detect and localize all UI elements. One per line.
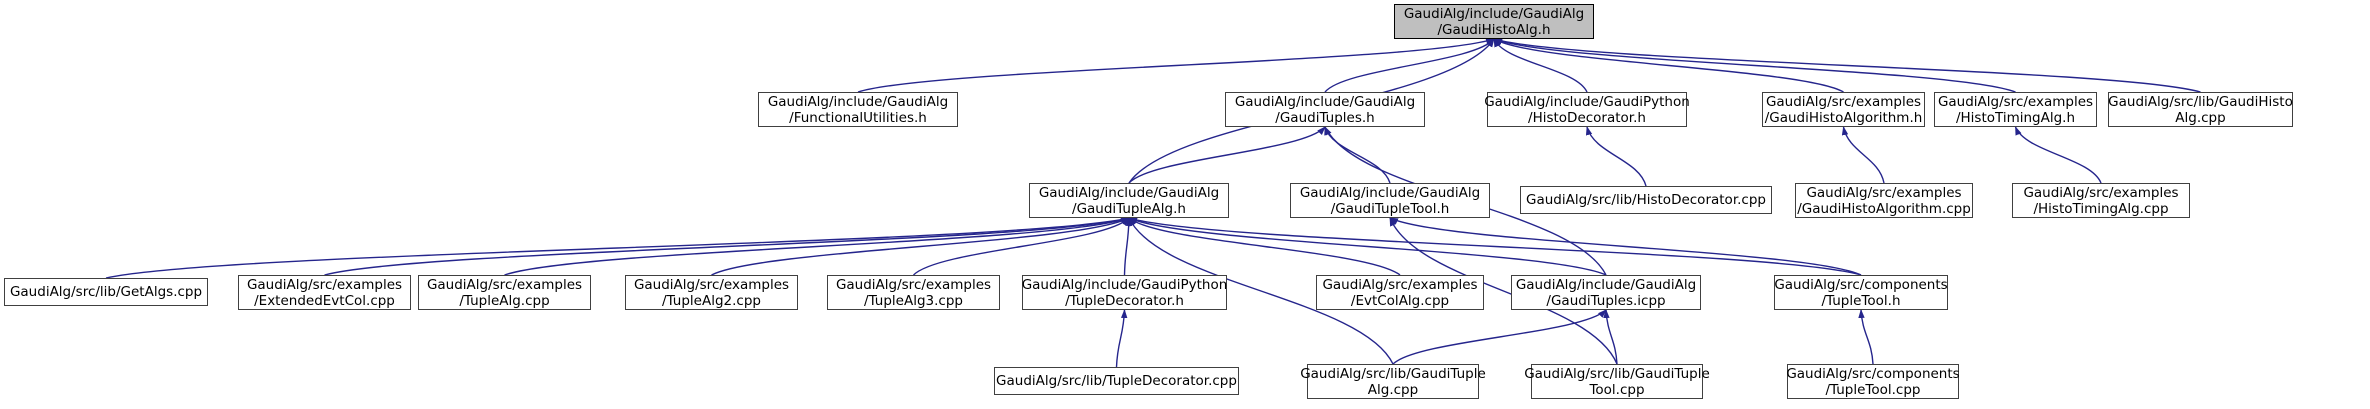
- edge-tupletool-h-to-gauditupleaelg-h: [1128, 217, 1862, 276]
- node-label-line1: GaudiAlg/include/GaudiPython: [1021, 276, 1228, 293]
- node-label-line1: GaudiAlg/src/examples: [246, 276, 403, 293]
- graph-node-tupletool-h[interactable]: GaudiAlg/src/components/TupleTool.h: [1774, 275, 1948, 310]
- node-label-line2: /GaudiTupleTool.h: [1330, 200, 1450, 217]
- graph-node-tupledecorator-cpp[interactable]: GaudiAlg/src/lib/TupleDecorator.cpp: [994, 367, 1239, 395]
- graph-node-gaudihistoalgorithm-cpp[interactable]: GaudiAlg/src/examples/GaudiHistoAlgorith…: [1795, 183, 1973, 218]
- node-label-line1: GaudiAlg/src/examples: [1937, 93, 2094, 110]
- node-label-line2: /GaudiHistoAlgorithm.cpp: [1797, 200, 1971, 217]
- edge-getalgs-cpp-to-gauditupleaelg-h: [105, 216, 1130, 279]
- graph-node-gauditugples-h[interactable]: GaudiAlg/include/GaudiAlg/GaudiTuples.h: [1225, 92, 1425, 127]
- node-label-line2: Alg.cpp: [1367, 381, 1419, 398]
- graph-node-getalgs-cpp[interactable]: GaudiAlg/src/lib/GetAlgs.cpp: [4, 278, 208, 306]
- graph-node-gauditupletool-h[interactable]: GaudiAlg/include/GaudiAlg/GaudiTupleTool…: [1290, 183, 1490, 218]
- graph-node-gaudihistoalgorithm-h[interactable]: GaudiAlg/src/examples/GaudiHistoAlgorith…: [1762, 92, 1925, 127]
- edge-gauditugples-icpp-to-gauditupleaelg-h: [1128, 217, 1607, 276]
- node-label-line2: /TupleTool.h: [1821, 292, 1901, 309]
- node-label-line2: /ExtendedEvtCol.cpp: [254, 292, 395, 309]
- node-label-line1: GaudiAlg/src/lib/GaudiTuple: [1300, 365, 1486, 382]
- node-label-line2: /TupleAlg2.cpp: [662, 292, 761, 309]
- node-label-line2: /GaudiTupleAlg.h: [1072, 200, 1186, 217]
- edge-gauditugples-h-to-gaudihistoalg-h: [1324, 38, 1495, 93]
- edge-histotimingalg-cpp-to-histotimingalg-h: [2014, 126, 2102, 184]
- edge-gauditupleaelg-h-to-gauditugples-h: [1128, 126, 1326, 184]
- node-label-line1: GaudiAlg/src/components: [1786, 365, 1960, 382]
- node-label-line1: GaudiAlg/include/GaudiAlg: [1299, 184, 1481, 201]
- node-label-line2: /TupleAlg.cpp: [459, 292, 550, 309]
- graph-node-tupletool-cpp[interactable]: GaudiAlg/src/components/TupleTool.cpp: [1786, 364, 1960, 399]
- node-label-line1: GaudiAlg/src/examples: [633, 276, 790, 293]
- edge-histodecorator-h-to-gaudihistoalg-h: [1493, 38, 1588, 93]
- graph-node-histodecorator-cpp[interactable]: GaudiAlg/src/lib/HistoDecorator.cpp: [1520, 186, 1772, 214]
- node-label-line2: /GaudiTuples.icpp: [1546, 292, 1666, 309]
- graph-node-gaudihistoalg-h[interactable]: GaudiAlg/include/GaudiAlg/GaudiHistoAlg.…: [1394, 4, 1594, 39]
- edge-evtcolalg-cpp-to-gauditupleaelg-h: [1128, 217, 1401, 276]
- node-label-line1: GaudiAlg/src/examples: [1322, 276, 1478, 293]
- edge-histodecorator-cpp-to-histodecorator-h: [1585, 126, 1647, 187]
- node-label-line2: /HistoDecorator.h: [1528, 109, 1646, 126]
- node-label-line1: GaudiAlg/src/examples: [426, 276, 583, 293]
- node-label-line2: Alg.cpp: [2175, 109, 2226, 126]
- node-label-line2: /HistoTimingAlg.h: [1955, 109, 2076, 126]
- edge-gauditugplealg-cpp-to-gauditugples-icpp: [1392, 309, 1607, 365]
- graph-node-evtcolalg-cpp[interactable]: GaudiAlg/src/examples/EvtColAlg.cpp: [1316, 275, 1484, 310]
- node-label-line1: GaudiAlg/src/lib/GaudiHisto: [2108, 93, 2293, 110]
- edge-gaudihistoalg-cpp-to-gaudihistoalg-h: [1493, 38, 2201, 93]
- node-label-line1: GaudiAlg/src/components: [1774, 276, 1948, 293]
- node-label-line1: GaudiAlg/include/GaudiAlg: [1403, 5, 1585, 22]
- graph-node-gauditupleaelg-h[interactable]: GaudiAlg/include/GaudiAlg/GaudiTupleAlg.…: [1029, 183, 1229, 218]
- node-label-line1: GaudiAlg/src/examples: [2023, 184, 2179, 201]
- graph-node-histotimingalg-cpp[interactable]: GaudiAlg/src/examples/HistoTimingAlg.cpp: [2012, 183, 2190, 218]
- edge-tuplealg3-cpp-to-gauditupleaelg-h: [913, 217, 1130, 276]
- node-label-line2: /FunctionalUtilities.h: [789, 109, 927, 126]
- node-label-line1: GaudiAlg/src/lib/TupleDecorator.cpp: [996, 373, 1237, 389]
- node-label-line1: GaudiAlg/src/examples: [1806, 184, 1962, 201]
- node-label-line1: GaudiAlg/include/GaudiPython: [1484, 93, 1690, 110]
- edge-tuplealg-cpp-to-gauditupleaelg-h: [504, 217, 1130, 276]
- node-label-line2: /EvtColAlg.cpp: [1350, 292, 1450, 309]
- node-label-line1: GaudiAlg/src/lib/GetAlgs.cpp: [9, 284, 203, 300]
- node-label-line1: GaudiAlg/include/GaudiAlg: [1234, 93, 1416, 110]
- node-label-line2: /TupleDecorator.h: [1065, 292, 1184, 309]
- graph-node-tuplealg-cpp[interactable]: GaudiAlg/src/examples/TupleAlg.cpp: [418, 275, 591, 310]
- node-label-line1: GaudiAlg/src/lib/HistoDecorator.cpp: [1525, 192, 1766, 208]
- node-label-line1: GaudiAlg/src/lib/GaudiTuple: [1524, 365, 1710, 382]
- edge-gauditugpletool-cpp-to-gauditugples-icpp: [1603, 309, 1618, 365]
- edge-tupletool-cpp-to-tupletool-h: [1858, 309, 1874, 365]
- node-label-line2: /GaudiTuples.h: [1275, 109, 1375, 126]
- edge-extendedevtcol-cpp-to-gauditupleaelg-h: [324, 216, 1130, 276]
- graph-node-tuplealg2-cpp[interactable]: GaudiAlg/src/examples/TupleAlg2.cpp: [625, 275, 798, 310]
- edge-gaudihistoalgorithm-h-to-gaudihistoalg-h: [1493, 38, 1844, 93]
- graph-node-tuplealg3-cpp[interactable]: GaudiAlg/src/examples/TupleAlg3.cpp: [827, 275, 1000, 310]
- node-label-line2: /TupleAlg3.cpp: [864, 292, 963, 309]
- node-label-line1: GaudiAlg/src/examples: [835, 276, 992, 293]
- edge-histotimingalg-h-to-gaudihistoalg-h: [1493, 38, 2016, 93]
- graph-node-tupledecorator-h[interactable]: GaudiAlg/include/GaudiPython/TupleDecora…: [1022, 275, 1227, 310]
- graph-node-extendedevtcol-cpp[interactable]: GaudiAlg/src/examples/ExtendedEvtCol.cpp: [238, 275, 411, 310]
- node-label-line2: /GaudiHistoAlgorithm.h: [1764, 109, 1923, 126]
- node-label-line2: /GaudiHistoAlg.h: [1437, 21, 1551, 38]
- graph-node-histodecorator-h[interactable]: GaudiAlg/include/GaudiPython/HistoDecora…: [1484, 92, 1690, 127]
- node-label-line1: GaudiAlg/include/GaudiAlg: [767, 93, 949, 110]
- graph-node-gauditugples-icpp[interactable]: GaudiAlg/include/GaudiAlg/GaudiTuples.ic…: [1511, 275, 1701, 310]
- node-label-line2: Tool.cpp: [1589, 381, 1645, 398]
- edge-gaudihistoalgorithm-cpp-to-gaudihistoalgorithm-h: [1841, 126, 1885, 184]
- graph-node-histotimingalg-h[interactable]: GaudiAlg/src/examples/HistoTimingAlg.h: [1934, 92, 2097, 127]
- graph-node-functionalutilities-h[interactable]: GaudiAlg/include/GaudiAlg/FunctionalUtil…: [758, 92, 958, 127]
- edge-tupledecorator-h-to-gauditupleaelg-h: [1123, 217, 1133, 276]
- node-label-line1: GaudiAlg/include/GaudiAlg: [1515, 276, 1697, 293]
- edge-tupletool-h-to-gauditupletool-h: [1389, 217, 1862, 276]
- node-label-line1: GaudiAlg/src/examples: [1765, 93, 1922, 110]
- node-label-line2: /HistoTimingAlg.cpp: [2033, 200, 2169, 217]
- edge-gauditupletool-h-to-gauditugples-h: [1324, 126, 1391, 184]
- node-label-line2: /TupleTool.cpp: [1825, 381, 1921, 398]
- node-label-line1: GaudiAlg/include/GaudiAlg: [1038, 184, 1220, 201]
- edge-functionalutilities-h-to-gaudihistoalg-h: [857, 38, 1495, 93]
- edge-tuplealg2-cpp-to-gauditupleaelg-h: [711, 217, 1130, 276]
- edge-tupledecorator-cpp-to-tupledecorator-h: [1115, 309, 1128, 368]
